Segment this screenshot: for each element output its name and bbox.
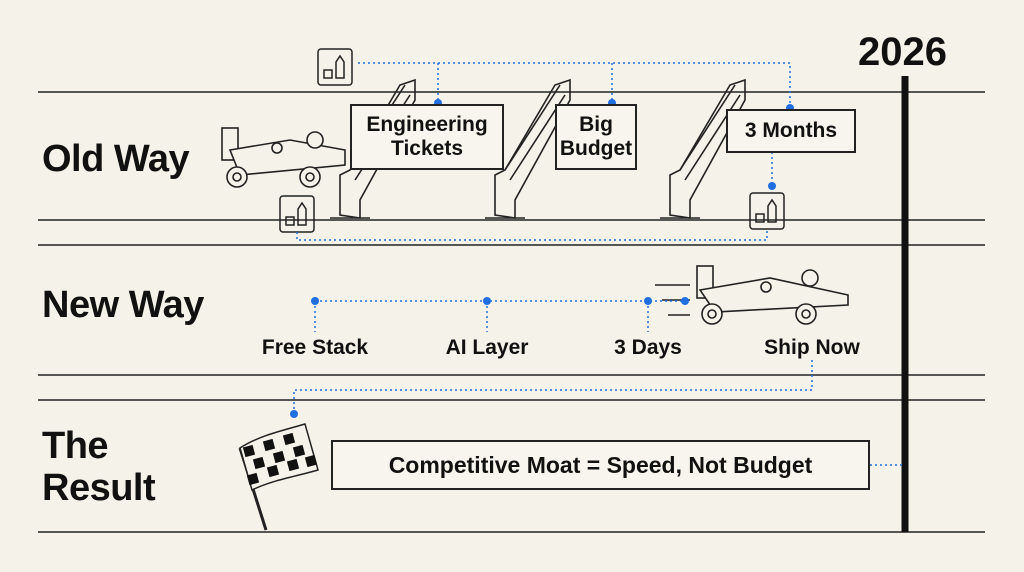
race-car-old-icon bbox=[221, 127, 346, 188]
year-label: 2026 bbox=[858, 30, 947, 74]
obstacle-big-budget: Big Budget bbox=[555, 104, 637, 170]
step-3-days: 3 Days bbox=[614, 336, 682, 359]
race-car-new-icon bbox=[655, 265, 849, 325]
lane-lines bbox=[38, 91, 985, 533]
row-title-old-way: Old Way bbox=[42, 138, 190, 180]
checkered-flag-icon bbox=[238, 423, 319, 531]
step-ship-now: Ship Now bbox=[764, 336, 860, 359]
step-free-stack: Free Stack bbox=[261, 336, 369, 359]
row-title-result-line1: The bbox=[42, 425, 109, 467]
row-title-result: The Result bbox=[42, 425, 156, 509]
row-title-result-line2: Result bbox=[42, 467, 156, 509]
supplies-icon bbox=[279, 48, 785, 233]
result-statement: Competitive Moat = Speed, Not Budget bbox=[331, 440, 870, 490]
connectors bbox=[293, 62, 905, 466]
obstacle-engineering-tickets: Engineering Tickets bbox=[350, 104, 504, 170]
row-title-new-way: New Way bbox=[42, 284, 204, 326]
obstacle-3-months: 3 Months bbox=[726, 109, 856, 153]
step-ai-layer: AI Layer bbox=[445, 336, 529, 359]
